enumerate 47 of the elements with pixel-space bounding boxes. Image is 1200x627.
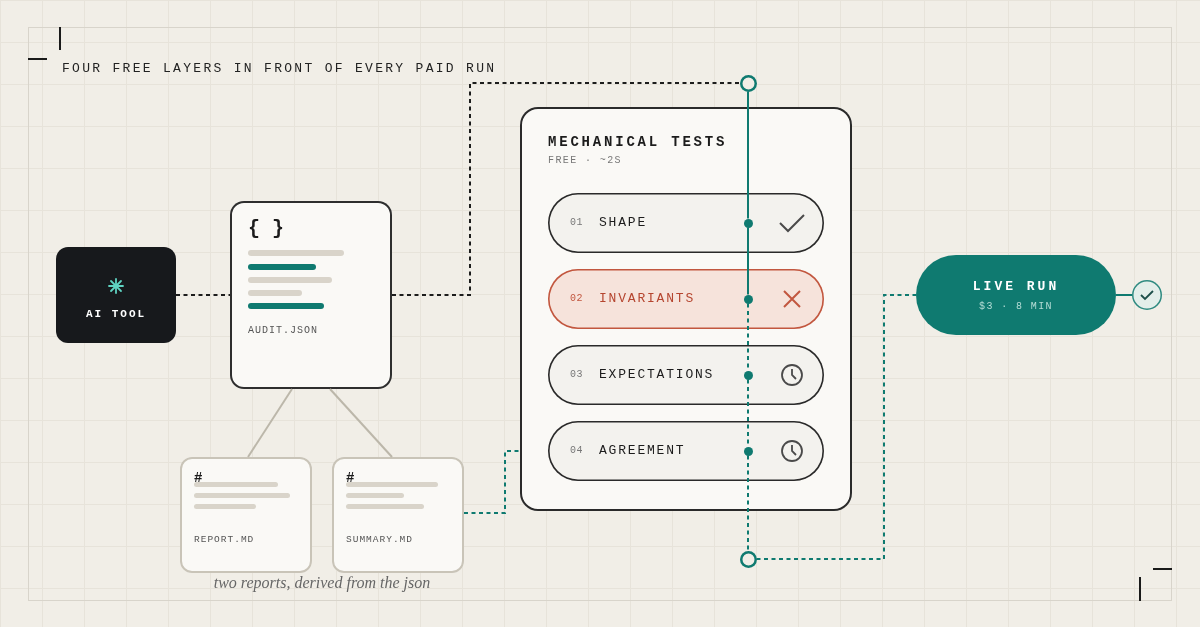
dashed-connector [391,82,741,296]
step-label: SHAPE [599,215,647,231]
dashed-connector [175,294,231,296]
file-card [180,457,312,573]
dashed-connector [747,454,749,552]
connector [747,226,749,296]
step-number: 03 [570,369,583,381]
track-dot [743,446,753,456]
test-pill [548,421,824,481]
step-number: 04 [570,445,583,457]
dashed-connector [463,450,521,514]
connector [247,388,293,458]
file-name: AUDIT.JSON [248,325,318,337]
test-pill [548,345,824,405]
step-number: 01 [570,217,583,229]
code-braces: { } [248,217,284,241]
annotation-text: two reports, derived from the json [213,573,431,593]
connector [747,90,749,220]
test-pill [548,269,824,329]
step-label: INVARIANTS [599,291,695,307]
file-name: SUMMARY.MD [346,534,413,546]
dashed-connector [755,294,917,560]
diagram-title: FOUR FREE LAYERS IN FRONT OF EVERY PAID RUN [62,61,497,77]
run-title: LIVE RUN [972,279,1060,295]
heading-mark: # [346,470,355,486]
test-pill [548,193,824,253]
status-circle [1132,280,1162,310]
tool-card [56,247,176,343]
panel-subtitle: FREE · ~2S [548,155,622,167]
step-label: EXPECTATIONS [599,367,715,383]
test-panel [520,107,852,511]
file-card [230,201,392,389]
panel-title: MECHANICAL TESTS [548,133,728,151]
track-dot [743,218,753,228]
file-card [332,457,464,573]
ring-node [739,550,757,568]
connector [329,388,393,458]
heading-mark: # [194,470,203,486]
run-cost: $3 · 8 MIN [979,301,1053,313]
track-dot [743,294,753,304]
card-label: AI TOOL [85,307,147,321]
ring-node [739,74,757,92]
track-dot [743,370,753,380]
step-label: AGREEMENT [599,443,686,459]
connector [1115,294,1133,296]
file-name: REPORT.MD [194,534,255,546]
step-number: 02 [570,293,583,305]
